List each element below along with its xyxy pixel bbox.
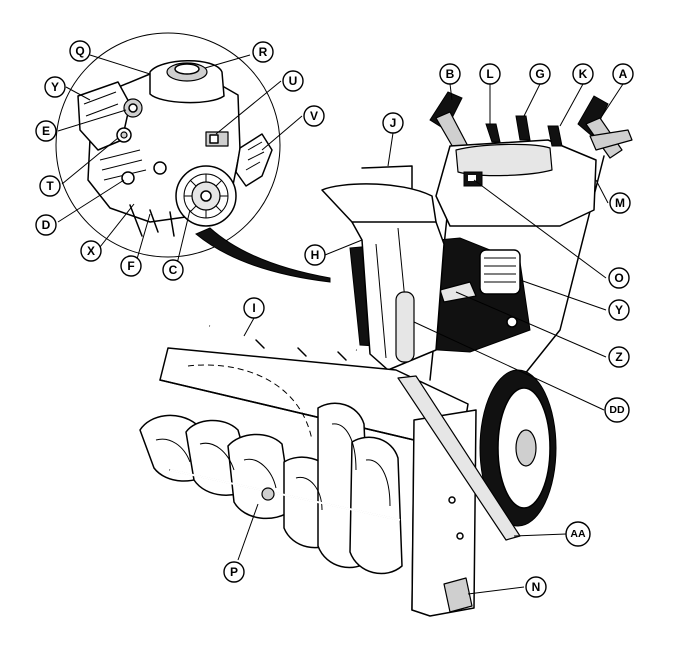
callout-i: I: [243, 297, 265, 319]
svg-text:P: P: [230, 565, 238, 579]
svg-text:Y: Y: [51, 80, 59, 94]
callout-q: Q: [69, 40, 91, 62]
callout-c: C: [162, 259, 184, 281]
svg-text:F: F: [127, 259, 134, 273]
callout-o: O: [608, 267, 630, 289]
engine-inset: [55, 32, 331, 283]
svg-text:K: K: [579, 67, 588, 81]
callout-m: M: [609, 192, 631, 214]
callout-j: J: [382, 112, 404, 134]
svg-text:AA: AA: [570, 528, 586, 540]
svg-text:H: H: [311, 248, 320, 262]
callout-k: K: [572, 63, 594, 85]
svg-text:C: C: [169, 263, 178, 277]
auger-housing: [139, 324, 521, 617]
svg-text:G: G: [535, 67, 544, 81]
callout-u: U: [282, 70, 304, 92]
leader-lines: [57, 54, 624, 595]
discharge-chute: [321, 165, 445, 371]
callout-f: F: [120, 255, 142, 277]
svg-text:B: B: [446, 67, 455, 81]
callout-a: A: [612, 63, 634, 85]
callout-e: E: [35, 120, 57, 142]
callout-h: H: [304, 244, 326, 266]
callout-t: T: [39, 175, 61, 197]
svg-text:M: M: [615, 196, 625, 210]
svg-text:T: T: [46, 179, 54, 193]
callout-p: P: [223, 561, 245, 583]
svg-text:N: N: [532, 580, 541, 594]
svg-text:D: D: [42, 218, 51, 232]
svg-text:DD: DD: [609, 404, 625, 416]
svg-text:O: O: [614, 271, 623, 285]
callout-v: V: [303, 105, 325, 127]
callout-dd: DD: [604, 397, 630, 423]
svg-text:E: E: [42, 124, 50, 138]
callout-g: G: [529, 63, 551, 85]
auger-blades: [139, 402, 403, 575]
callout-r: R: [252, 41, 274, 63]
callout-l: L: [479, 63, 501, 85]
svg-text:L: L: [486, 67, 493, 81]
svg-text:U: U: [289, 74, 298, 88]
callout-b: B: [439, 63, 461, 85]
svg-text:V: V: [310, 109, 318, 123]
callout-n: N: [525, 576, 547, 598]
svg-text:R: R: [259, 45, 268, 59]
svg-text:Q: Q: [75, 44, 84, 58]
callout-x: X: [80, 240, 102, 262]
handlebar-assembly: [429, 91, 633, 381]
svg-text:J: J: [390, 116, 397, 130]
svg-text:Z: Z: [615, 350, 622, 364]
callout-aa: AA: [565, 521, 591, 547]
svg-text:X: X: [87, 244, 95, 258]
callout-d: D: [35, 214, 57, 236]
callout-y-machine: Y: [608, 299, 630, 321]
svg-text:A: A: [619, 67, 628, 81]
callout-y-inset: Y: [44, 76, 66, 98]
callout-z: Z: [608, 346, 630, 368]
wheel: [479, 369, 557, 527]
svg-text:Y: Y: [615, 303, 623, 317]
svg-text:I: I: [252, 301, 255, 315]
